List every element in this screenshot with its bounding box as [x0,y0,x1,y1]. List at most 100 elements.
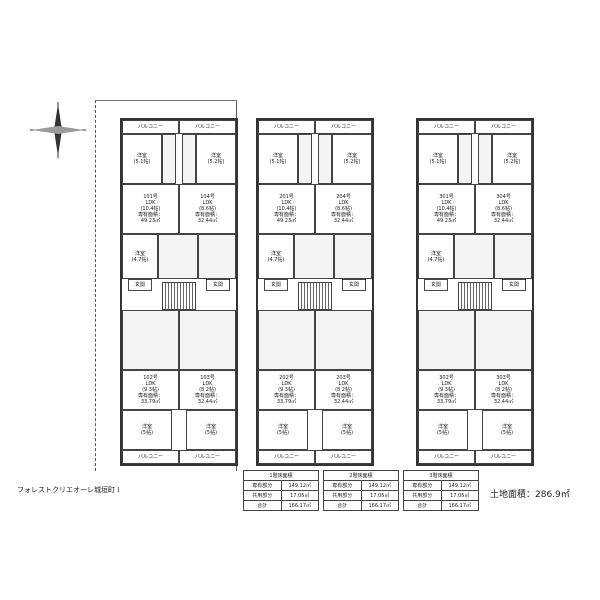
balcony: バルコニー [315,450,372,464]
ldk-room-label: 専有面積： [433,212,459,218]
north-compass-icon [30,102,86,158]
balcony-label: バルコニー [195,454,220,460]
ldk-room-label: LDK [338,200,349,206]
row-label: 合計 [243,500,282,511]
western-room: 洋室(5.2帖) [196,134,236,184]
balcony-label: バルコニー [331,454,356,460]
balcony: バルコニー [179,450,236,464]
western-room: 洋室(5帖) [418,410,468,450]
ldk-room-label: 202号 [279,375,294,381]
ldk-room-label: 203号 [336,375,351,381]
ldk-room-label: 204号 [336,194,351,200]
entrance-label: 玄関 [430,282,441,288]
western-room-label: (5.1帖) [269,159,287,165]
row-label: 専有部分 [243,480,282,491]
table-title: 2階床面積 [323,470,399,481]
balcony: バルコニー [122,120,179,134]
row-value: 166.17㎡ [280,500,319,511]
ldk-room-label: 304号 [496,194,511,200]
closet [182,134,196,184]
bathroom [258,310,315,370]
bathroom [179,310,236,370]
ldk-room-label: 103号 [200,375,215,381]
ldk-room-label: 201号 [279,194,294,200]
row-value: 17.05㎡ [360,490,399,501]
western-room-label: (4.7帖) [267,256,285,263]
western-room-label: (4.7帖) [131,256,149,263]
balcony: バルコニー [475,450,532,464]
ldk-room-label: 専有面積： [137,212,163,218]
ldk-room-label: 32.44㎡ [333,399,354,405]
balcony-label: バルコニー [331,124,356,130]
ldk-room-label: LDK [145,200,156,206]
western-room-label: 洋室 [341,424,352,430]
balcony-label: バルコニー [274,454,299,460]
stairs [458,282,492,310]
ldk-room-label: 102号 [143,375,158,381]
row-value: 149.12㎡ [360,480,399,491]
western-room-label: 洋室 [432,153,443,159]
western-room-label: (5帖) [436,430,450,436]
row-label: 共用部分 [403,490,442,501]
bathroom [494,234,532,279]
bathroom [475,310,532,370]
western-room-label: 洋室 [136,153,147,159]
entrance-label: 玄関 [270,282,281,288]
ldk-room-label: LDK [281,381,292,387]
western-room: 洋室(5.1帖) [418,134,458,184]
entrance: 玄関 [206,279,230,291]
western-room: 洋室(4.7帖) [122,234,158,279]
balcony: バルコニー [418,450,475,464]
ldk-room-label: LDK [145,381,156,387]
western-room-label: 洋室 [134,250,145,257]
western-room: 洋室(5.1帖) [258,134,298,184]
western-room: 洋室(5.2帖) [332,134,372,184]
entrance-label: 玄関 [508,282,519,288]
row-value: 166.17㎡ [360,500,399,511]
western-room: 洋室(5帖) [186,410,236,450]
western-room-label: 洋室 [205,424,216,430]
row-value: 166.17㎡ [440,500,479,511]
bathroom [294,234,334,279]
balcony-label: バルコニー [138,124,163,130]
western-room: 洋室(4.7帖) [418,234,454,279]
ldk-room-label: 33.79㎡ [436,399,457,405]
ldk-room-label: LDK [202,200,213,206]
balcony-label: バルコニー [434,454,459,460]
bathroom [315,310,372,370]
closet [318,134,332,184]
ldk-room-label: 101号 [143,194,158,200]
entrance: 玄関 [264,279,288,291]
ldk-room-label: 専有面積： [273,393,299,399]
ldk-room-label: (8.2帖) [495,387,512,393]
stairs [298,282,332,310]
balcony: バルコニー [258,450,315,464]
balcony: バルコニー [315,120,372,134]
western-room-label: 洋室 [141,424,152,430]
entrance-label: 玄関 [134,282,145,288]
closet [298,134,312,184]
ldk-room-label: 専有面積： [330,212,356,218]
ldk-room-label: (8.6帖) [495,206,512,212]
balcony: バルコニー [179,120,236,134]
ldk-room-label: 専有面積： [273,212,299,218]
ldk-room-label: LDK [498,381,509,387]
row-value: 149.12㎡ [280,480,319,491]
western-room: 洋室(5帖) [322,410,372,450]
western-room-label: (5帖) [204,430,218,436]
balcony-label: バルコニー [138,454,163,460]
ldk-room-label: 301号 [439,194,454,200]
ldk-room-label: (10.4帖) [436,206,457,212]
